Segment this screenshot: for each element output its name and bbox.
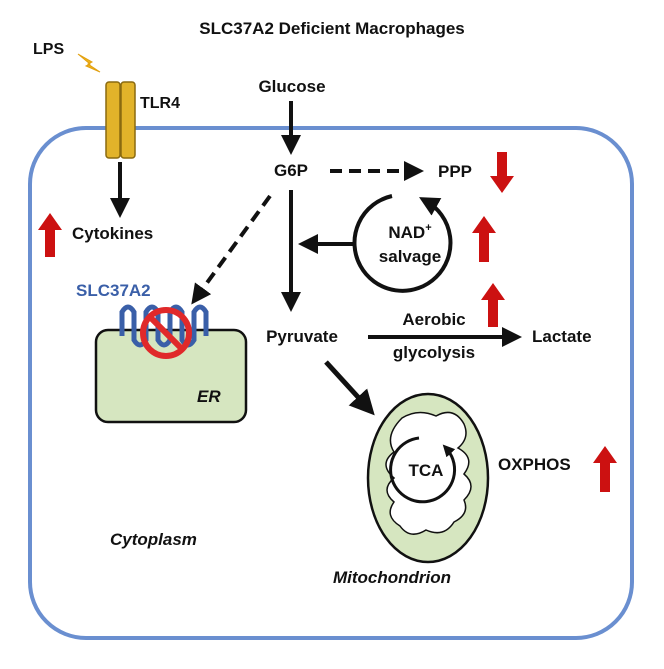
oxphos-up-arrow [593,446,617,492]
pyruvate-to-mitochondrion-arrow [324,360,375,416]
lps-label: LPS [33,41,64,58]
cytoplasm-label: Cytoplasm [110,530,197,549]
er-organelle [94,328,248,424]
nad-superscript: + [425,222,431,234]
pyruvate-label: Pyruvate [266,327,338,346]
cytokines-up-arrow [38,213,62,257]
slc37a2-transporter [119,304,209,348]
cell-membrane [28,126,634,640]
g6p-label: G6P [274,161,308,180]
salvage-label: salvage [379,247,441,266]
aerobic-label: Aerobic [402,310,465,329]
diagram-title: SLC37A2 Deficient Macrophages [199,19,464,38]
tca-label: TCA [409,461,444,480]
lightning-icon [77,53,101,73]
tlr4-receptor [105,81,136,159]
no-sign-icon [140,307,192,359]
ppp-label: PPP [438,162,472,181]
g6p-to-slc37a2-arrow [191,194,272,305]
mitochondrion-label: Mitochondrion [333,568,451,587]
ppp-down-arrow [490,152,514,193]
nad-salvage-up-arrow [472,216,496,262]
glucose-label: Glucose [258,77,325,96]
er-label: ER [197,387,221,406]
slc37a2-label: SLC37A2 [76,281,151,300]
glycolysis-label: glycolysis [393,343,475,362]
nad-label: NAD+ [388,222,431,242]
mitochondrion-organelle [366,392,490,564]
cycle-arrow-icon [352,194,453,293]
tlr4-label: TLR4 [140,95,180,112]
aerobic-glycolysis-up-arrow [481,283,505,327]
oxphos-label: OXPHOS [498,455,571,474]
tca-cycle-arrow [389,436,457,504]
cytokines-label: Cytokines [72,224,153,243]
lactate-label: Lactate [532,327,592,346]
